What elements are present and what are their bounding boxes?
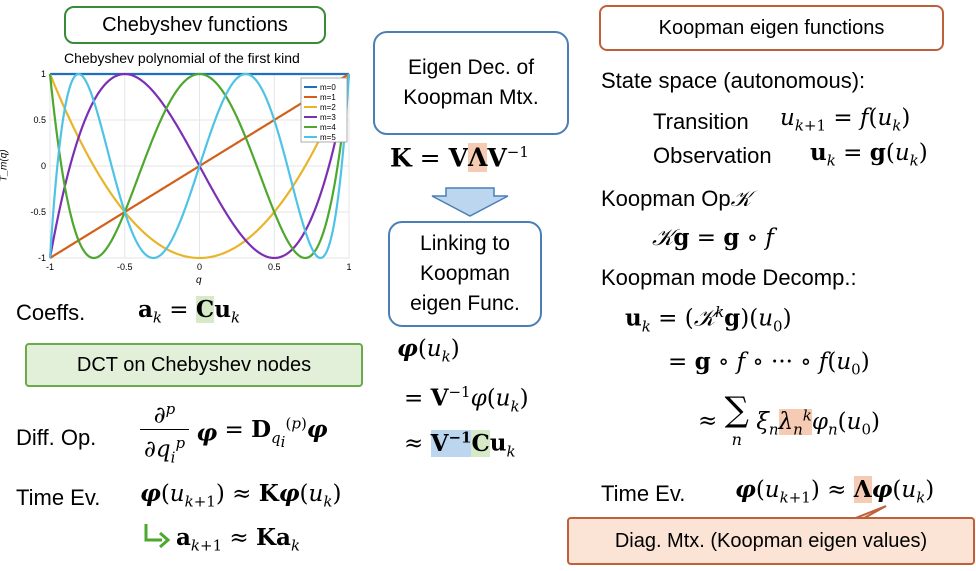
- x-tick-label: -1: [46, 262, 54, 272]
- koopman-op-label: Koopman Op𝒦: [601, 186, 752, 212]
- y-tick-label: -0.5: [30, 207, 46, 217]
- state-space-label: State space (autonomous):: [601, 68, 866, 93]
- phi-equation-3: ≈ V−1Cuk: [404, 428, 516, 461]
- eigen-box-line2: Koopman Mtx.: [403, 86, 539, 109]
- koopman-title-text: Koopman eigen functions: [658, 16, 885, 39]
- diag-callout-text: Diag. Mtx. (Koopman eigen values): [614, 529, 928, 552]
- y-tick-label: 0.5: [33, 115, 46, 125]
- phi-equation-1: φ(uk): [397, 335, 460, 366]
- linking-line2: Koopman: [420, 262, 510, 285]
- legend-label: m=1: [320, 93, 336, 102]
- linking-box: Linking to Koopman eigen Func.: [388, 221, 542, 327]
- legend-label: m=2: [320, 103, 336, 112]
- time-ev-equation-left: φ(uk+1) ≈ Kφ(uk): [140, 480, 342, 511]
- y-tick-label: 0: [41, 161, 46, 171]
- x-tick-label: 0: [197, 262, 202, 272]
- eigen-dec-box: Eigen Dec. of Koopman Mtx.: [373, 31, 569, 135]
- dct-callout: DCT on Chebyshev nodes: [25, 343, 363, 387]
- chebyshev-title-text: Chebyshev functions: [102, 13, 288, 36]
- coeffs-label: Coeffs.: [16, 300, 86, 325]
- x-tick-label: -0.5: [117, 262, 133, 272]
- chart-series: [48, 72, 351, 260]
- time-ev-label-right: Time Ev.: [601, 481, 686, 506]
- linking-line3: eigen Func.: [410, 292, 520, 315]
- chart-ticks: -1 -0.5 0 0.5 1 1 0.5 0 -0.5 -1: [30, 69, 351, 272]
- legend-box: [300, 77, 348, 143]
- x-tick-label: 1: [346, 262, 351, 272]
- eigen-equation: K = VΛV−1: [390, 143, 529, 173]
- legend-label: m=4: [320, 123, 336, 132]
- y-tick-label: -1: [38, 253, 46, 263]
- linking-line1: Linking to: [420, 232, 510, 255]
- mode-equation-3: ≈ ∑n ξnλnkφn(u0): [698, 390, 880, 449]
- observation-label: Observation: [653, 143, 772, 168]
- chebyshev-chart: -1 -0.5 0 0.5 1 1 0.5 0 -0.5 -1 m=0m=1m=2m=3m=4m=…: [30, 69, 351, 272]
- chebyshev-functions-title: Chebyshev functions: [64, 6, 326, 44]
- legend-label: m=3: [320, 113, 336, 122]
- chart-ylabel: T_m(q): [0, 149, 10, 182]
- transition-label: Transition: [653, 109, 749, 134]
- legend-label: m=0: [320, 83, 336, 92]
- diag-mtx-callout: Diag. Mtx. (Koopman eigen values): [567, 517, 975, 565]
- diff-op-label: Diff. Op.: [16, 425, 97, 450]
- coeffs-equation: ak = Cuk: [138, 296, 241, 327]
- transition-equation: uk+1 = f(uk): [780, 105, 911, 135]
- chart-xlabel: q: [196, 275, 202, 286]
- series-line-m5: [48, 72, 351, 260]
- time-ev-label-left: Time Ev.: [16, 485, 101, 510]
- arrow-down-right-icon: [144, 524, 171, 549]
- dct-callout-text: DCT on Chebyshev nodes: [76, 353, 312, 376]
- down-arrow-icon: [431, 187, 509, 217]
- eigen-box-line1: Eigen Dec. of: [407, 56, 535, 79]
- x-tick-label: 0.5: [268, 262, 281, 272]
- koopman-eigen-title: Koopman eigen functions: [599, 5, 944, 51]
- time-ev-equation-coef: ak+1 ≈ Kak: [176, 524, 301, 555]
- y-tick-label: 1: [41, 69, 46, 79]
- time-ev-equation-right: φ(uk+1) ≈ Λφ(uk): [735, 476, 935, 507]
- koopman-op-equation: 𝒦g = g ∘ f: [652, 224, 774, 251]
- mode-decomp-label: Koopman mode Decomp.:: [601, 265, 857, 290]
- chart-legend: m=0m=1m=2m=3m=4m=5: [300, 77, 348, 143]
- diff-op-equation: ∂p ∂qip φ = Dqi(p)φ: [140, 396, 328, 470]
- series-line-m4: [48, 72, 351, 260]
- legend-label: m=5: [320, 133, 336, 142]
- koopman-op-text: Koopman Op: [601, 186, 731, 211]
- series-line-m2: [48, 73, 351, 260]
- mode-equation-2: = g ∘ f ∘ ··· ∘ f(u0): [668, 348, 870, 379]
- observation-equation: uk = g(uk): [810, 139, 928, 170]
- mode-equation-1: uk = (𝒦kg)(u0): [625, 303, 792, 336]
- phi-equation-2: = V−1φ(uk): [404, 383, 529, 416]
- chart-title: Chebyshev polynomial of the first kind: [64, 50, 300, 66]
